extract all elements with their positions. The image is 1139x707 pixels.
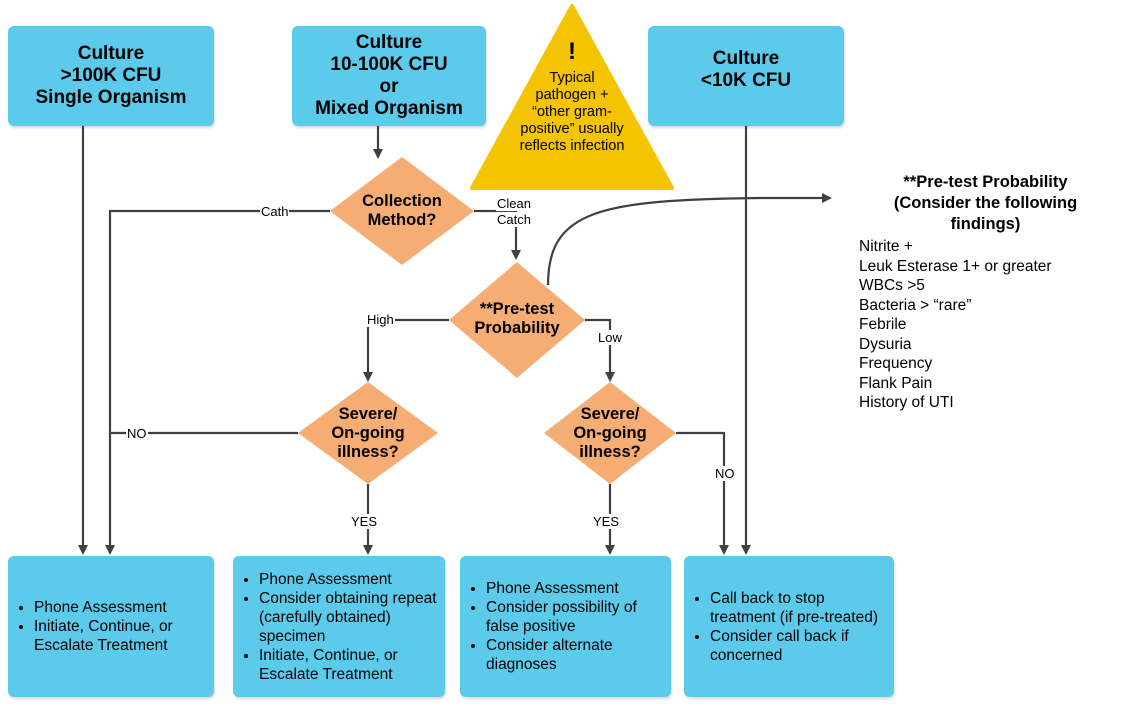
severe-illness-diamond-left <box>298 382 438 484</box>
edge-pretest-to-panel <box>546 193 832 286</box>
callback-box: Call back to stop treatment (if pre-trea… <box>684 556 894 697</box>
collection-method-diamond <box>330 157 474 265</box>
culture-low-box: Culture <10K CFU <box>648 26 844 126</box>
edge-label-yes-left: YES <box>350 514 379 529</box>
pretest-probability-panel: **Pre-test Probability (Consider the fol… <box>838 164 1139 466</box>
warning-exclamation-icon: ! <box>568 38 576 65</box>
pretest-findings-list: Nitrite + Leuk Esterase 1+ or greater WB… <box>857 237 1114 413</box>
edge-high <box>363 318 449 382</box>
edge-label-low: Low <box>597 330 623 345</box>
culture-mid-line1: Culture <box>355 32 423 53</box>
edge-cath <box>105 209 330 555</box>
edge-low <box>585 318 615 382</box>
assessment-box-high: Phone Assessment Initiate, Continue, or … <box>8 556 214 697</box>
finding-item: Febrile <box>859 316 907 333</box>
culture-mid-line3: or <box>379 76 399 97</box>
finding-item: Flank Pain <box>859 374 933 392</box>
edge-label-catch: Catch <box>496 212 532 227</box>
edge-no-right <box>676 431 729 555</box>
edge-label-clean: Clean <box>496 196 532 211</box>
culture-high-line1: Culture <box>77 43 145 64</box>
edge-label-cath: Cath <box>260 204 290 219</box>
culture-low-line2: <10K CFU <box>700 70 792 91</box>
finding-item: Leuk Esterase 1+ or greater <box>859 257 1052 275</box>
edge-label-no-right: NO <box>714 466 736 481</box>
finding-item: Nitrite + <box>859 238 913 255</box>
finding-item: Dysuria <box>859 335 912 353</box>
warning-text: Typical pathogen + “other gram- positive… <box>519 70 625 154</box>
pretest-probability-diamond <box>449 262 585 378</box>
finding-item: WBCs >5 <box>859 277 925 294</box>
finding-item: Frequency <box>859 355 933 372</box>
culture-mid-line4: Mixed Organism <box>315 98 463 119</box>
culture-mid-box: Culture 10-100K CFU or Mixed Organism <box>292 26 486 126</box>
edge-label-no-left: NO <box>126 426 148 441</box>
edge-label-yes-right: YES <box>592 514 621 529</box>
culture-high-line3: Single Organism <box>35 87 187 108</box>
culture-high-box: Culture >100K CFU Single Organism <box>8 26 214 126</box>
edge-clean-catch <box>474 209 521 260</box>
culture-mid-line2: 10-100K CFU <box>330 54 448 75</box>
warning-triangle <box>470 4 674 190</box>
culture-high-line2: >100K CFU <box>60 65 162 86</box>
edge-label-high: High <box>366 312 395 327</box>
pretest-panel-title: **Pre-test Probability (Consider the fol… <box>893 173 1078 233</box>
assessment-box-low-probability: Phone Assessment Consider possibility of… <box>460 556 671 697</box>
culture-low-line1: Culture <box>712 48 780 69</box>
finding-item: Bacteria > “rare” <box>859 296 972 314</box>
severe-illness-diamond-right <box>544 382 676 484</box>
finding-item: History of UTI <box>859 394 954 411</box>
assessment-box-high-probability: Phone Assessment Consider obtaining repe… <box>233 556 445 697</box>
